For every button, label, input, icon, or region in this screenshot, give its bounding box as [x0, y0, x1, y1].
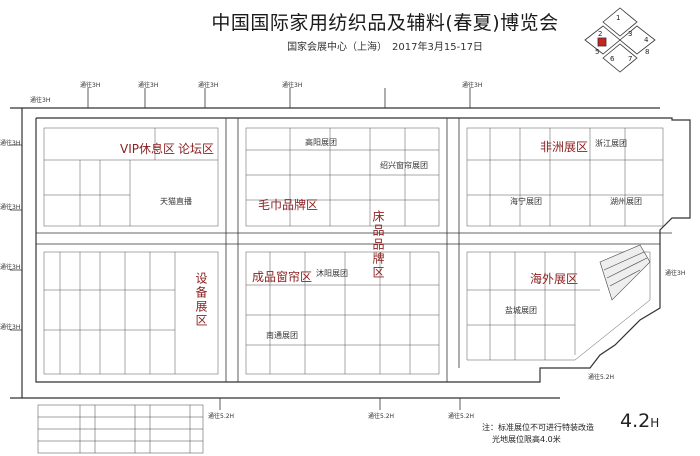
group-label: 天猫直播: [160, 197, 192, 206]
exit-label: 通往3H: [30, 97, 51, 104]
group-label: 盐城展团: [505, 306, 537, 315]
note-line: 注：标准展位不可进行特装改造: [482, 423, 594, 432]
exit-label: 通往3H: [80, 82, 101, 89]
zone-vip: VIP休息区: [120, 142, 175, 156]
group-label: 绍兴窗帘展团: [380, 161, 428, 170]
exit-label: 通往3H: [0, 140, 21, 147]
hall-number: 8: [645, 48, 650, 56]
hall-number: 6: [610, 55, 615, 63]
group-label: 南通展团: [266, 331, 298, 340]
note-line: 光地展位限高4.0米: [492, 435, 561, 444]
exit-label: 通往5.2H: [448, 413, 475, 420]
exit-label: 通往3H: [0, 204, 21, 211]
exit-label: 通往3H: [665, 270, 686, 277]
group-label: 高阳展团: [305, 138, 337, 147]
zone-equipment: 设备展区: [194, 272, 208, 328]
hall-number: 7: [628, 55, 633, 63]
hall-code: 4.2H: [620, 410, 660, 432]
exit-label: 通往5.2H: [588, 374, 615, 381]
exit-label: 通往5.2H: [368, 413, 395, 420]
group-label: 浙江展团: [595, 139, 627, 148]
exit-label: 通往3H: [282, 82, 303, 89]
zone-towel: 毛巾品牌区: [258, 198, 319, 212]
exit-label: 通往3H: [462, 82, 483, 89]
hall-number: 3: [628, 30, 633, 38]
group-label: 海宁展团: [510, 197, 542, 206]
hall-number: 5: [595, 48, 600, 56]
zone-bedding-brand: 床品品牌区: [371, 210, 385, 280]
exit-label: 通往5.2H: [208, 413, 235, 420]
exit-label: 通往3H: [198, 82, 219, 89]
zone-africa: 非洲展区: [540, 140, 589, 154]
hall-number: 1: [616, 14, 621, 22]
page-title: 中国国际家用纺织品及辅料(春夏)博览会: [211, 12, 559, 34]
exit-label: 通往3H: [0, 264, 21, 271]
hall-locator-icon: [584, 7, 656, 73]
exit-label: 通往3H: [0, 324, 21, 331]
hall-number: 2: [598, 30, 603, 38]
exit-label: 通往3H: [138, 82, 159, 89]
zone-finished-goods: 成品窗帘区: [252, 270, 313, 284]
hall-number: 4: [644, 36, 649, 44]
zone-forum: 论坛区: [178, 142, 215, 156]
zone-overseas: 海外展区: [530, 272, 579, 286]
page-subtitle: 国家会展中心（上海） 2017年3月15-17日: [287, 42, 483, 53]
group-label: 湖州展团: [610, 197, 642, 206]
group-label: 沐阳展团: [316, 269, 348, 278]
legend-table: [38, 405, 203, 453]
